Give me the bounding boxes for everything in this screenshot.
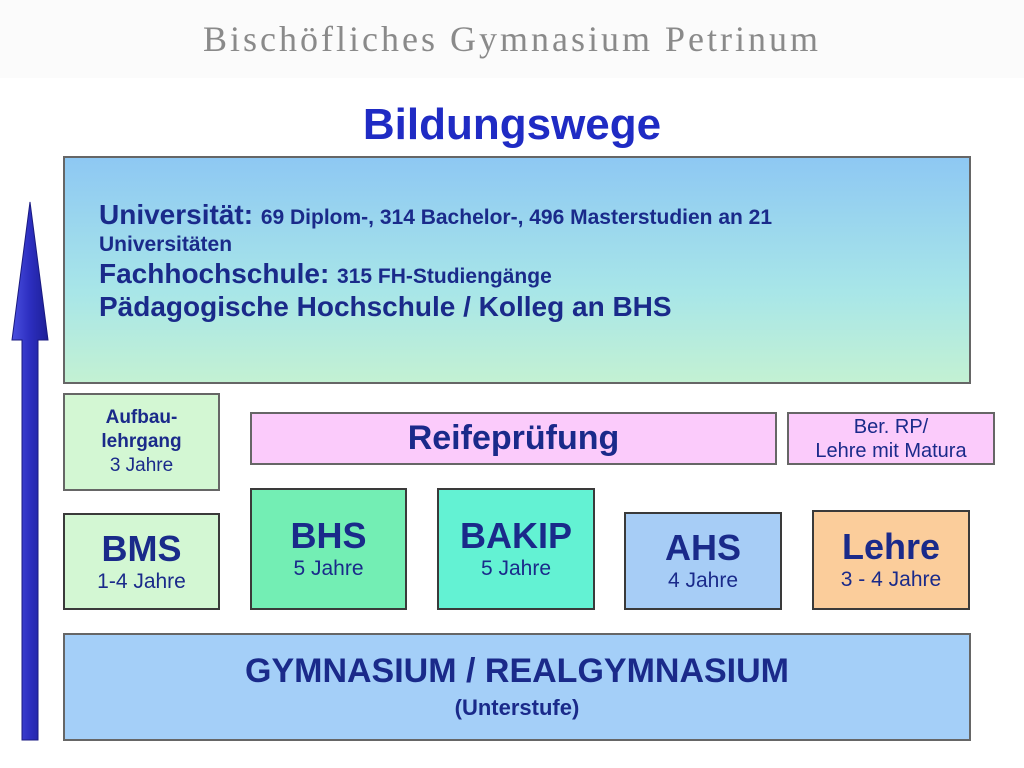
bakip-duration: 5 Jahre (480, 557, 552, 580)
aufbau-line1: Aufbau- (105, 407, 178, 428)
ahs-duration: 4 Jahre (667, 569, 739, 592)
berufsreife-line1: Ber. RP/ (853, 415, 929, 438)
ahs-name: AHS (664, 527, 741, 568)
page-title: Bildungswege (362, 100, 662, 149)
university-label: Universität: (99, 199, 261, 230)
aufbau-duration: 3 Jahre (109, 455, 174, 476)
bakip-box: BAKIP 5 Jahre (437, 488, 595, 610)
university-detail-cont: Universitäten (99, 232, 233, 256)
gymnasium-subtitle: (Unterstufe) (454, 695, 580, 720)
lehre-box: Lehre 3 - 4 Jahre (812, 510, 970, 610)
reifepruefung-label: Reifeprüfung (407, 419, 620, 457)
university-line: Universität: 69 Diplom-, 314 Bachelor-, … (99, 198, 969, 232)
bhs-box: BHS 5 Jahre (250, 488, 407, 610)
lehre-name: Lehre (841, 526, 941, 567)
bhs-name: BHS (290, 515, 367, 556)
aufbaulehrgang-box: Aufbau- lehrgang 3 Jahre (63, 393, 220, 491)
fachhochschule-detail: 315 FH-Studiengänge (337, 264, 552, 288)
berufsreife-box: Ber. RP/ Lehre mit Matura (787, 412, 995, 465)
ahs-box: AHS 4 Jahre (624, 512, 782, 610)
bakip-name: BAKIP (459, 515, 572, 556)
berufsreife-line2: Lehre mit Matura (815, 439, 967, 462)
bms-name: BMS (101, 527, 182, 569)
university-detail: 69 Diplom-, 314 Bachelor-, 496 Masterstu… (260, 206, 773, 229)
bms-duration: 1-4 Jahre (97, 569, 186, 593)
school-name: Bischöfliches Gymnasium Petrinum (203, 19, 821, 59)
gymnasium-title: GYMNASIUM / REALGYMNASIUM (245, 652, 789, 690)
aufbau-line2: lehrgang (101, 431, 182, 452)
paedagogische-hochschule-line: Pädagogische Hochschule / Kolleg an BHS (99, 291, 672, 323)
header-band: Bischöfliches Gymnasium Petrinum (0, 0, 1024, 78)
lehre-duration: 3 - 4 Jahre (840, 568, 942, 591)
reifepruefung-box: Reifeprüfung (250, 412, 777, 465)
bms-box: BMS 1-4 Jahre (63, 513, 220, 610)
gymnasium-box: GYMNASIUM / REALGYMNASIUM (Unterstufe) (63, 633, 971, 741)
bhs-duration: 5 Jahre (293, 557, 364, 580)
fachhochschule-label: Fachhochschule: (99, 257, 338, 289)
fachhochschule-line: Fachhochschule: 315 FH-Studiengänge (99, 257, 969, 291)
higher-education-box: Universität: 69 Diplom-, 314 Bachelor-, … (63, 156, 971, 384)
up-arrow-icon (11, 201, 49, 741)
